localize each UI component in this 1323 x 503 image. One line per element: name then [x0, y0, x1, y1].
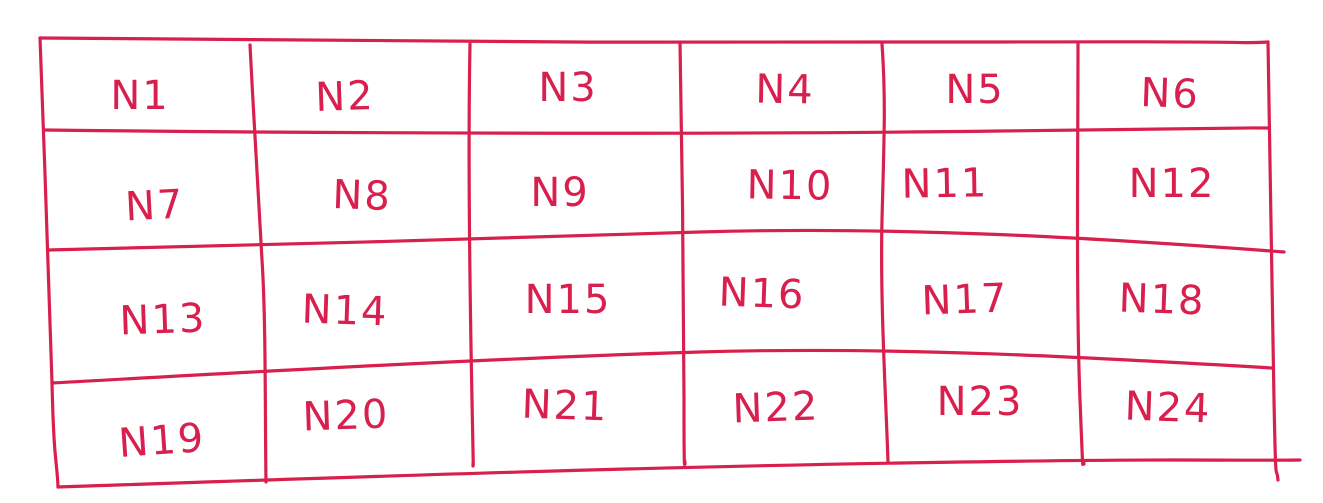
cell-label-n17: N17: [921, 276, 1009, 325]
cell-label-n22: N22: [732, 384, 820, 433]
grid-line-top: [38, 36, 1270, 45]
cell-label-n9: N9: [530, 170, 589, 216]
cell-label-n7: N7: [124, 181, 186, 230]
grid-line-right: [1266, 40, 1280, 482]
grid-line-col-4: [880, 42, 890, 464]
grid-line-row-3: [50, 348, 1274, 385]
grid-line-col-2: [467, 42, 475, 468]
cell-label-n16: N16: [718, 270, 806, 319]
cell-label-n23: N23: [937, 379, 1024, 425]
cell-label-n4: N4: [755, 66, 815, 113]
cell-label-n24: N24: [1124, 384, 1212, 433]
grid-line-row-1: [42, 126, 1270, 135]
cell-label-n13: N13: [119, 296, 207, 345]
cell-label-n5: N5: [945, 67, 1004, 113]
grid-line-col-3: [678, 40, 687, 467]
grid-line-bottom: [56, 458, 1302, 489]
cell-label-n14: N14: [301, 287, 389, 336]
cell-label-n18: N18: [1118, 276, 1206, 325]
cell-label-n20: N20: [302, 392, 390, 441]
grid-line-left: [38, 36, 60, 489]
cell-label-n15: N15: [525, 277, 612, 323]
cell-label-n8: N8: [332, 172, 393, 220]
cell-label-n21: N21: [521, 382, 609, 431]
cell-label-n1: N1: [110, 73, 169, 119]
grid-line-col-1: [248, 43, 268, 484]
grid-line-row-2: [46, 228, 1286, 254]
grid-lines: [38, 36, 1302, 489]
cell-label-n19: N19: [117, 415, 207, 467]
grid-line-col-5: [1075, 42, 1086, 467]
cell-label-n3: N3: [538, 65, 597, 111]
cell-label-n11: N11: [901, 160, 989, 208]
cell-label-n12: N12: [1129, 161, 1216, 207]
cell-label-n10: N10: [746, 162, 834, 210]
cell-label-n6: N6: [1140, 70, 1201, 118]
cell-label-n2: N2: [314, 73, 375, 121]
